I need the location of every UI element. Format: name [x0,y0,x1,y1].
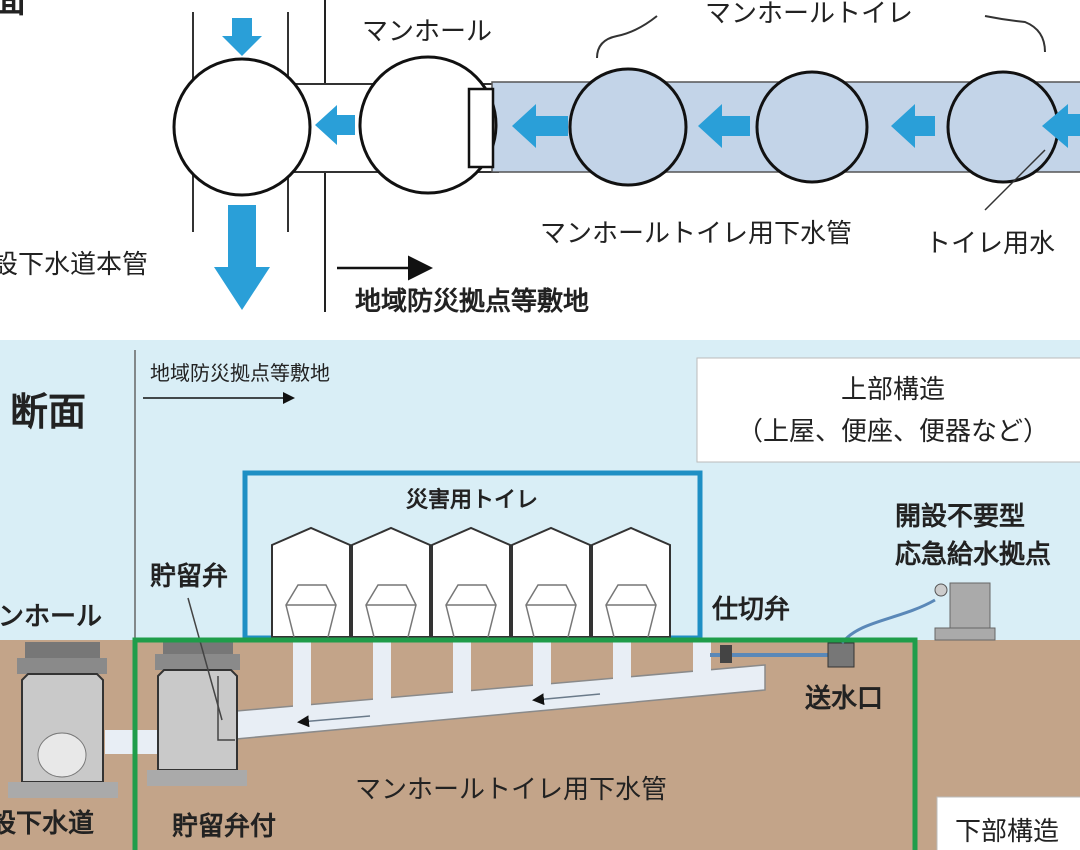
arrow-left-icon [1042,104,1080,148]
water-point-unit [949,582,991,629]
arrow-left-icon [512,104,568,148]
upper-structure-title: 上部構造 [841,375,945,405]
toilet-manhole-1 [568,67,688,187]
faucet-icon [934,583,948,597]
disaster-toilet-label: 災害用トイレ [406,487,538,513]
water-leader-line [984,149,1046,211]
plan-water-label: トイレ用水 [925,229,1055,259]
arrow-down-icon [214,205,270,310]
toilet-booths [271,526,671,638]
storage-valve [467,87,495,169]
section-sewer-label: 設下水道 [0,808,94,839]
lower-structure-box [132,637,918,850]
water-point-base [934,627,996,641]
toilet-booth [271,526,351,638]
toilet-booth [591,526,671,638]
main-sewer-manhole [8,642,118,798]
underground-pipes [105,582,996,754]
plan-main-sewer-label: 設下水道本管 [0,250,148,280]
arrow-down-icon [222,18,262,56]
gate-valve-label: 仕切弁 [711,594,790,625]
toilet-booth [431,526,511,638]
toilet-booth [511,526,591,638]
storage-valve-manhole [358,55,498,195]
lower-structure-label-box [936,796,1080,850]
section-view: 断面 地域防災拠点等敷地 上部構造 （上屋、便座、便器など） 災害用トイレ [0,340,1080,850]
valve-leader-line [187,597,223,721]
flow-arrows [214,18,1080,310]
flow-arrow-icon [532,693,601,706]
arrow-left-icon [315,105,355,145]
toilet-group-bracket [596,15,1046,59]
water-inlet [827,642,855,668]
plan-pipe-label: マンホールトイレ用下水管 [540,219,852,249]
storage-valve-manhole [147,597,247,786]
plan-view: 面 マンホール マンホールトイレ マンホールトイレ用下水管 トイレ用水 設下水道… [0,0,1080,317]
toilet-booth [351,526,431,638]
toilet-manhole-3 [946,70,1060,184]
gate-valve [720,645,732,663]
arrow-left-icon [891,104,935,148]
storage-valve-label: 貯留弁 [150,561,228,592]
lower-structure-label: 下部構造 [955,817,1059,847]
section-title: 断面 [10,390,86,434]
upper-structure-detail: （上屋、便座、便器など） [737,417,1049,447]
water-inlet-label: 送水口 [805,684,883,714]
plan-toilet-group-label: マンホールトイレ [705,0,913,29]
toilet-manhole-2 [755,70,869,184]
water-point-line1: 開設不要型 [895,501,1025,532]
flow-arrow-icon [297,715,371,728]
storage-manhole-label: 貯留弁付 [172,811,276,842]
section-manhole-label: ンホール [0,602,102,632]
water-hose [840,598,936,644]
branch-pipes [293,642,711,707]
plan-manhole-label: マンホール [362,17,492,47]
plan-site-label: 地域防災拠点等敷地 [355,286,589,317]
upper-structure-box [696,357,1080,463]
section-pipe-label: マンホールトイレ用下水管 [355,775,667,805]
section-site-label: 地域防災拠点等敷地 [150,361,330,385]
plan-title: 面 [0,0,26,21]
main-sewer-manhole [172,57,312,197]
arrow-left-icon [698,104,750,148]
water-point-line2: 応急給水拠点 [895,539,1051,570]
